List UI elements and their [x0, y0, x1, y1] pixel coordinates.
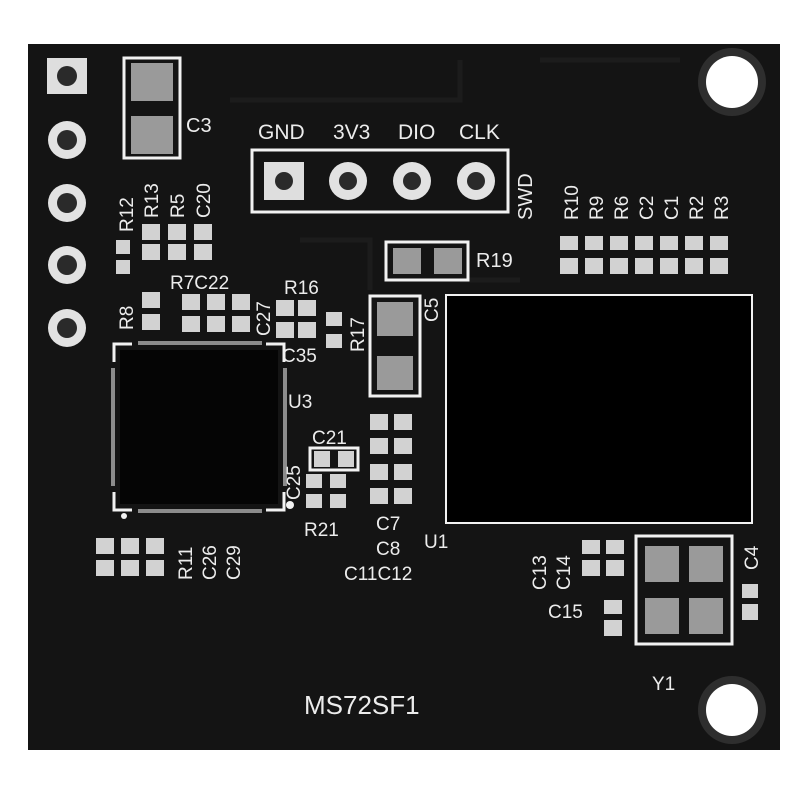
- label-c2: C2: [637, 196, 658, 220]
- label-r2: R2: [687, 196, 708, 220]
- label-swd: SWD: [515, 173, 537, 220]
- resistor-r8-pads: [142, 292, 160, 330]
- swd-pin-label-3v3: 3V3: [333, 121, 370, 144]
- copper-traces: [230, 57, 680, 290]
- label-r9: R9: [587, 196, 608, 220]
- label-r3: R3: [712, 196, 733, 220]
- label-u3: U3: [288, 392, 312, 413]
- mounting-hole-bottom-right: [698, 676, 766, 744]
- label-c8: C8: [376, 539, 400, 560]
- passive-cluster-c13-c14: [582, 540, 624, 576]
- crystal-y1: Y1: [634, 534, 734, 695]
- board-name-label: MS72SF1: [304, 690, 420, 720]
- swd-pin-label-dio: DIO: [398, 121, 435, 144]
- label-r6: R6: [612, 196, 633, 220]
- label-r8: R8: [117, 306, 138, 330]
- label-c20: C20: [194, 183, 215, 218]
- resistor-r12-pads: [116, 240, 130, 274]
- label-c3: C3: [186, 115, 212, 137]
- chip-u1: U1: [424, 294, 753, 553]
- passive-cluster-c21: [308, 446, 360, 472]
- swd-pin-label-gnd: GND: [258, 121, 305, 144]
- label-c1: C1: [662, 196, 683, 220]
- passive-cluster-r13-r5-c20: [142, 224, 212, 260]
- label-r11: R11: [176, 547, 197, 580]
- label-c11c12: C11C12: [344, 564, 412, 585]
- resistor-r17-pads: [326, 312, 342, 348]
- passive-cluster-r11-c26-c29: [96, 538, 164, 576]
- capacitor-c15-pads: [604, 600, 622, 636]
- passive-cluster-r16: [276, 300, 316, 338]
- label-c26: C26: [200, 545, 221, 580]
- label-c5: C5: [422, 298, 443, 322]
- resistor-r19: R19: [384, 240, 513, 282]
- label-c15: C15: [548, 602, 583, 623]
- label-c25: C25: [284, 465, 305, 500]
- label-c7: C7: [376, 514, 400, 535]
- passive-cluster-r21: [306, 474, 346, 508]
- chip-u3: U3: [111, 341, 312, 519]
- label-r7c22: R7C22: [170, 273, 229, 294]
- label-c29: C29: [224, 545, 245, 580]
- label-y1: Y1: [652, 674, 675, 695]
- mounting-hole-top-right: [698, 48, 766, 116]
- capacitor-c4-pads: [742, 584, 758, 620]
- label-c21: C21: [312, 428, 347, 449]
- swd-pin-label-clk: CLK: [459, 121, 500, 144]
- passive-cluster-c7-c12: [370, 414, 412, 504]
- label-r13: R13: [142, 183, 163, 218]
- left-pin-header: [47, 58, 87, 347]
- label-r21: R21: [304, 520, 339, 541]
- u3-corner-marks: [112, 342, 286, 512]
- label-r17: R17: [348, 317, 369, 352]
- label-r5: R5: [168, 194, 189, 218]
- label-r19: R19: [476, 250, 513, 272]
- capacitor-c5: C5: [368, 294, 443, 398]
- passive-cluster-r7-c22: [182, 294, 250, 332]
- label-c35: C35: [282, 346, 317, 367]
- label-r16: R16: [284, 278, 319, 299]
- capacitor-c3: C3: [122, 56, 212, 160]
- label-c27: C27: [254, 301, 275, 336]
- label-c13: C13: [530, 555, 551, 590]
- label-c4: C4: [742, 545, 763, 570]
- swd-header: GND 3V3 DIO CLK SWD: [250, 121, 537, 220]
- label-r12: R12: [117, 197, 138, 232]
- u3-pins: [111, 341, 287, 513]
- label-c14: C14: [554, 555, 575, 590]
- label-r10: R10: [562, 185, 583, 220]
- label-u1: U1: [424, 532, 448, 553]
- passive-row-r10-r3: [560, 236, 728, 274]
